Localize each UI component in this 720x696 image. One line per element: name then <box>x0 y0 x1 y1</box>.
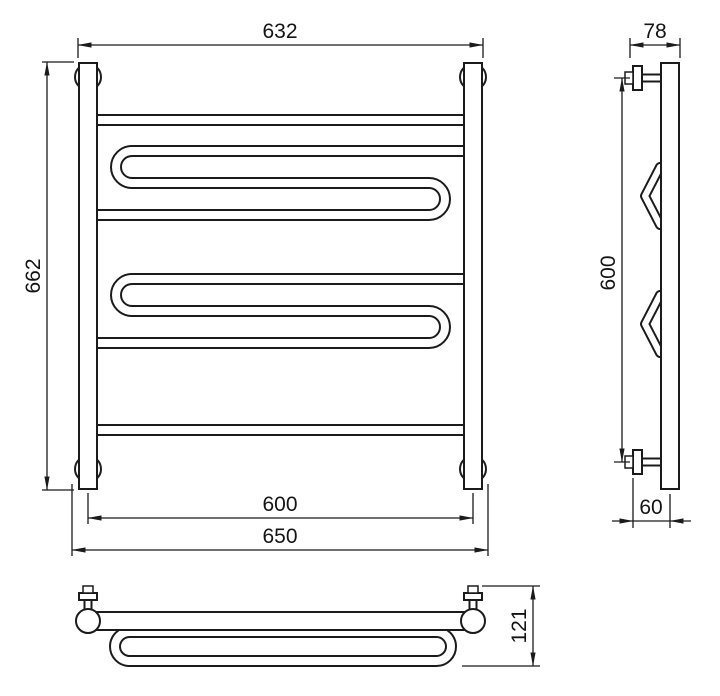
side-pipe-end-caps <box>660 62 680 490</box>
side-coil-bumps <box>640 162 665 358</box>
wall-flange-top <box>632 65 643 91</box>
plan-pipe-section-left <box>75 608 101 634</box>
plan-bolt-left <box>82 585 94 594</box>
dim-front-axis-width-label: 600 <box>262 493 297 516</box>
front-pipes <box>78 62 483 490</box>
side-view: 78 600 60 <box>597 20 691 528</box>
dim-side-wall-offset-label: 60 <box>639 496 662 519</box>
side-bracket-stems <box>641 73 662 467</box>
plan-coil-outer <box>109 626 457 667</box>
dim-front-top-width: 632 <box>77 20 484 58</box>
plan-coil-loop <box>109 626 457 667</box>
dim-front-overall-width: 650 <box>71 484 489 556</box>
plan-flange-left <box>78 592 98 601</box>
front-coil-upper <box>88 145 473 221</box>
plan-pipe-section-right <box>460 608 486 634</box>
plan-bolt-right <box>467 585 479 594</box>
plan-coil-inner <box>119 636 447 657</box>
plan-flange-right <box>463 592 483 601</box>
dim-front-axis-width: 600 <box>87 493 474 524</box>
pipe-end-caps <box>78 62 483 490</box>
dim-side-wall-offset: 60 <box>612 478 691 528</box>
wall-flange-bottom <box>632 449 643 475</box>
dim-side-depth: 78 <box>629 20 681 58</box>
dim-plan-depth: 121 <box>462 585 540 667</box>
side-wall-brackets <box>624 65 643 475</box>
plan-tube <box>75 608 486 634</box>
side-pipe <box>660 62 680 490</box>
dim-side-axis-height-label: 600 <box>597 255 620 290</box>
dim-plan-depth-label: 121 <box>508 608 531 643</box>
dim-front-overall-width-label: 650 <box>262 525 297 548</box>
dim-side-axis-height: 600 <box>597 77 630 463</box>
dim-front-height-label: 662 <box>22 258 45 293</box>
dim-side-depth-label: 78 <box>643 20 666 43</box>
plan-wall-brackets <box>78 585 483 601</box>
front-view: 632 662 600 650 <box>22 20 489 556</box>
front-coil-lower <box>88 273 473 349</box>
dim-front-height: 662 <box>22 61 74 491</box>
dim-front-top-width-label: 632 <box>262 20 297 43</box>
plan-view: 121 <box>75 585 540 667</box>
